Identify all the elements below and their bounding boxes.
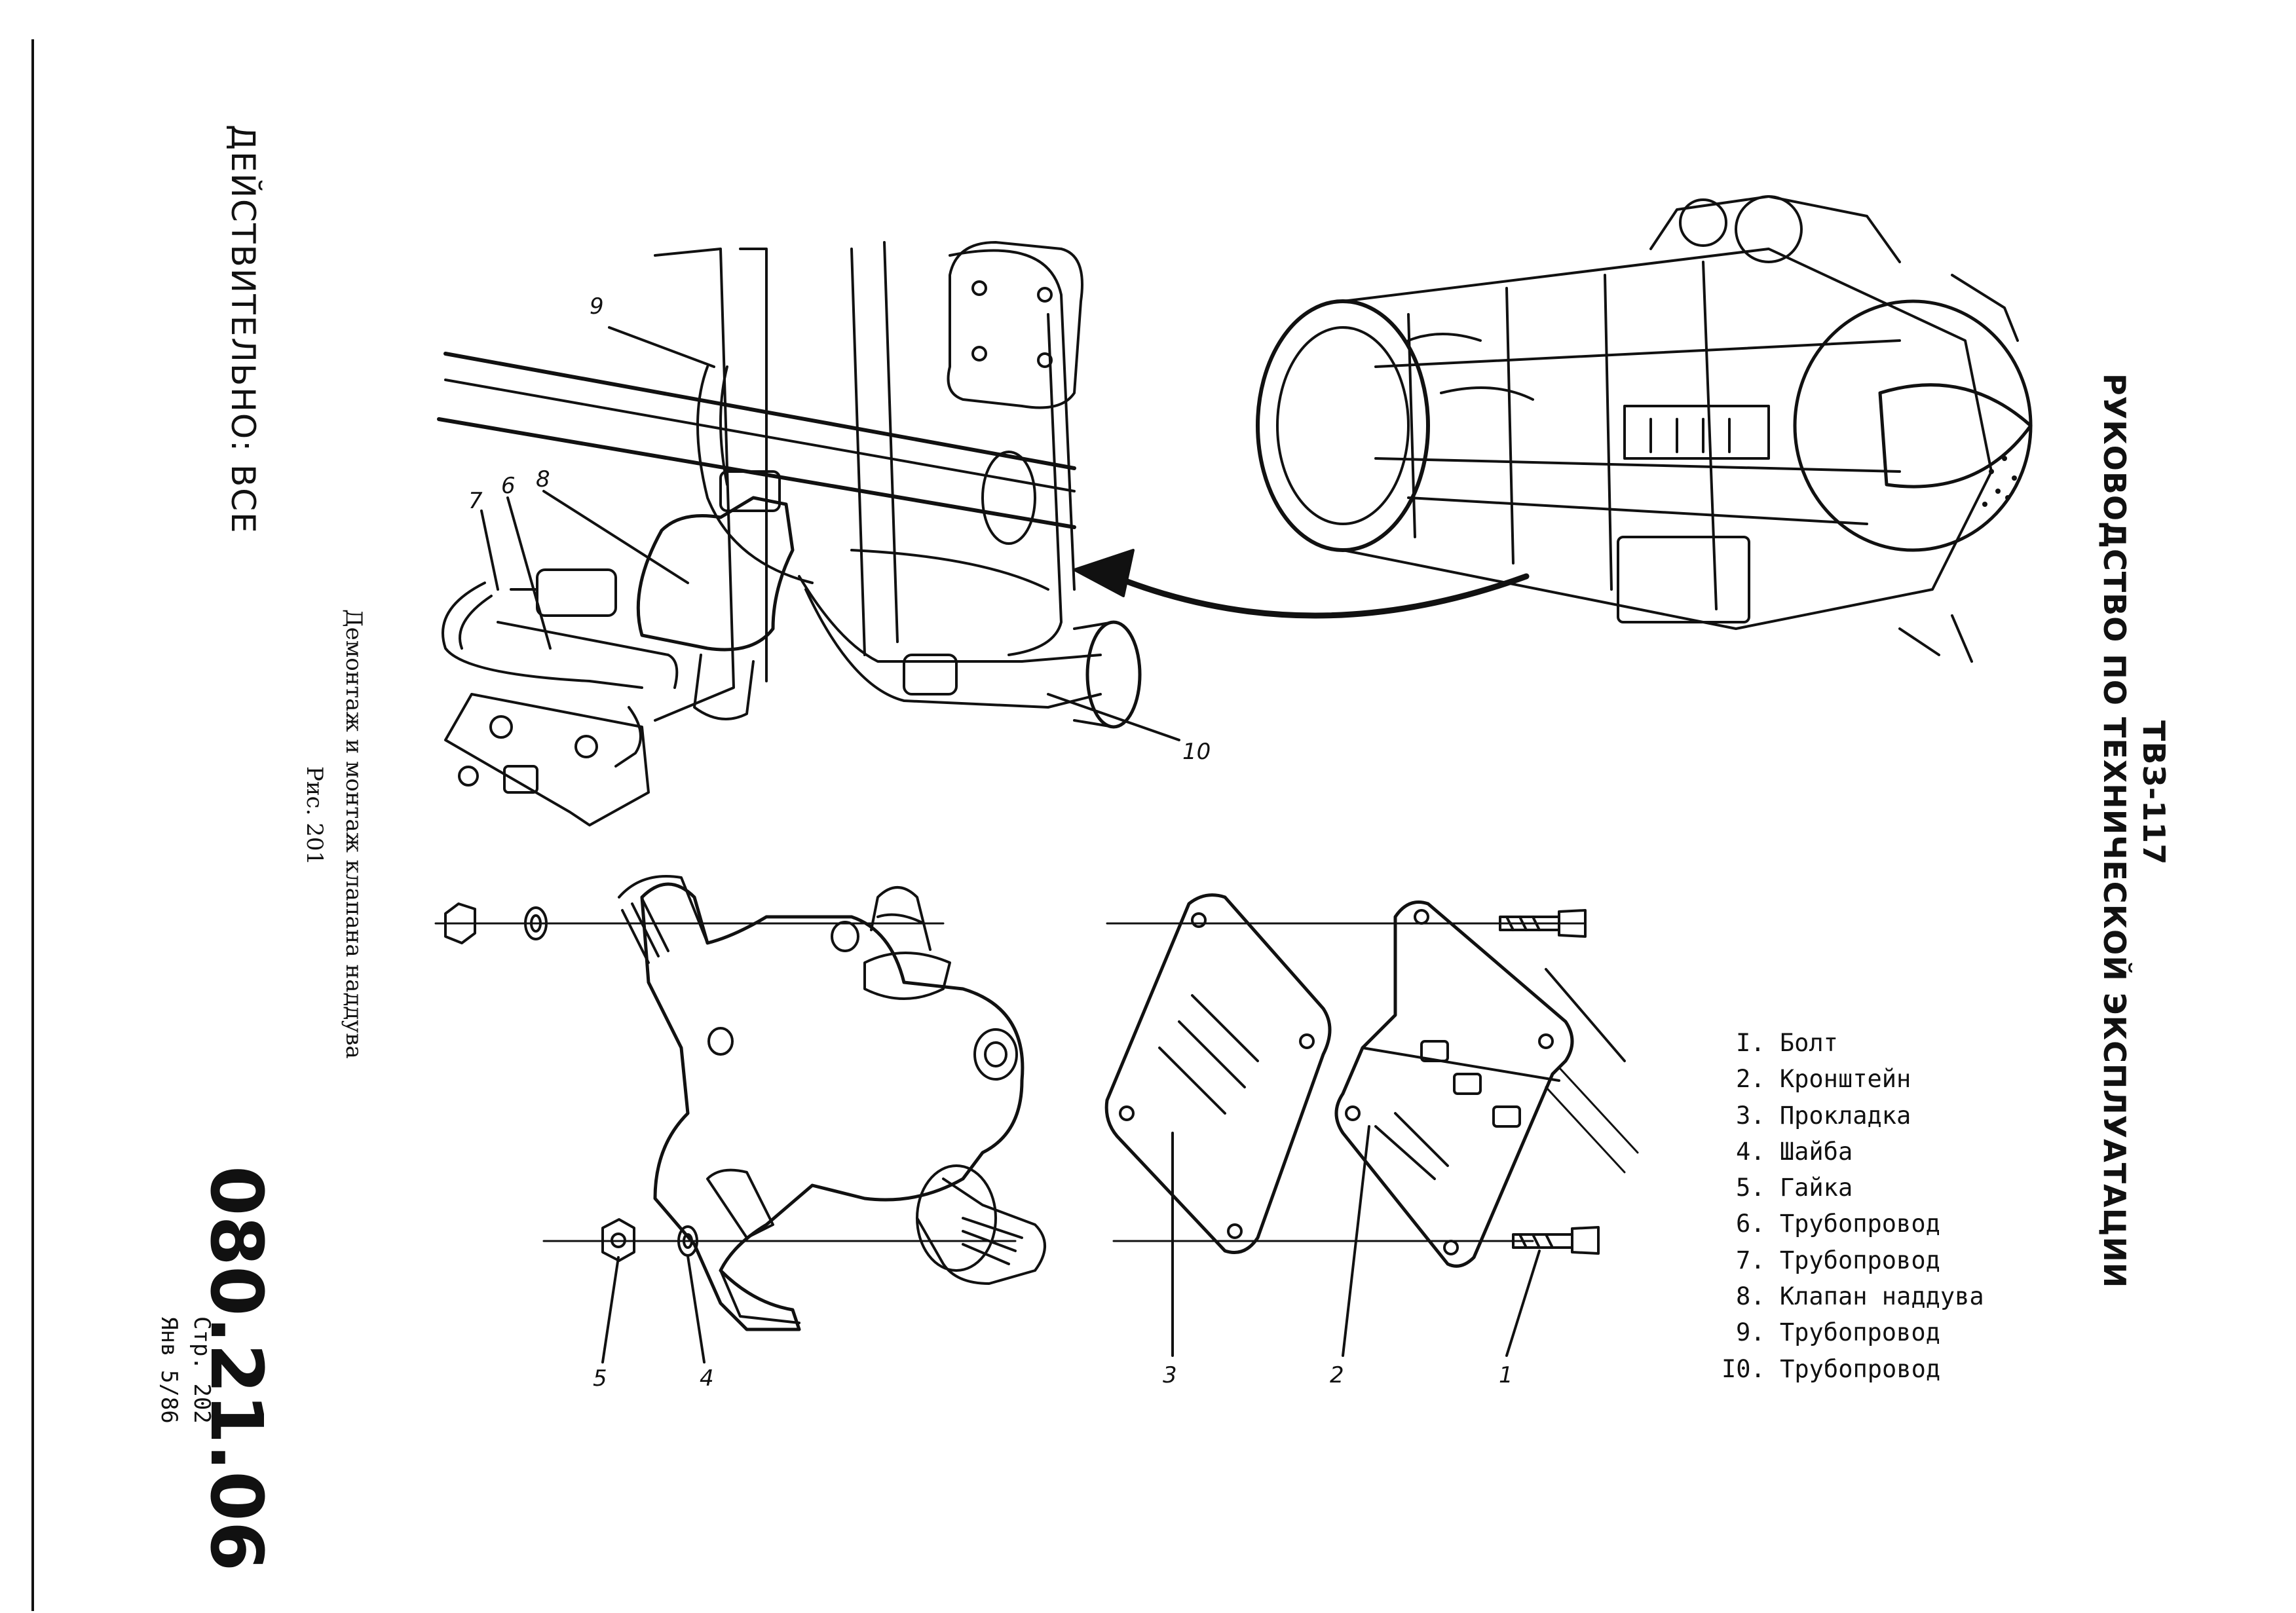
callout-4: 4 xyxy=(700,1365,714,1392)
legend-item: 9. Трубопровод xyxy=(1736,1318,1940,1347)
callout-9: 9 xyxy=(590,293,604,320)
callout-5: 5 xyxy=(593,1365,607,1392)
legend-item: 4. Шайба xyxy=(1736,1137,1853,1166)
parts-legend: I. Болт 2. Кронштейн 3. Прокладка 4. Шай… xyxy=(1722,1025,1984,1387)
callout-1: 1 xyxy=(1499,1362,1513,1388)
engine-drawing xyxy=(1256,195,2033,663)
legend-item: 6. Трубопровод xyxy=(1736,1210,1940,1238)
exploded-view-drawing xyxy=(434,326,1639,1363)
legend-item: I. Болт xyxy=(1736,1029,1838,1057)
legend-item: 5. Гайка xyxy=(1736,1174,1853,1202)
legend-item: 7. Трубопровод xyxy=(1736,1246,1940,1274)
legend-item: 3. Прокладка xyxy=(1736,1101,1911,1130)
callout-3: 3 xyxy=(1163,1362,1177,1388)
binding-edge-line xyxy=(31,39,34,1611)
legend-item: I0. Трубопровод xyxy=(1722,1354,1941,1383)
callout-6: 6 xyxy=(501,473,516,499)
callout-2: 2 xyxy=(1330,1362,1344,1388)
callout-8: 8 xyxy=(536,466,550,492)
callout-10: 10 xyxy=(1182,739,1211,765)
callout-7: 7 xyxy=(468,488,483,514)
legend-item: 2. Кронштейн xyxy=(1736,1065,1911,1094)
legend-item: 8. Клапан наддува xyxy=(1736,1282,1984,1311)
installed-view-drawing xyxy=(437,241,1142,826)
